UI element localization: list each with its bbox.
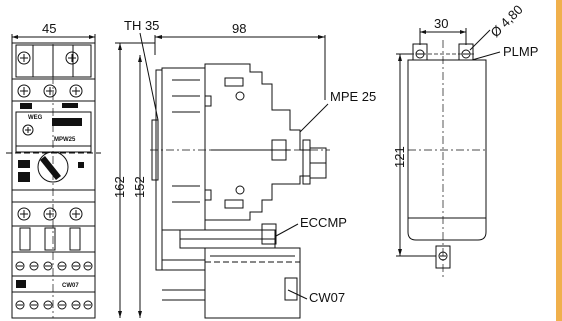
depth-label: 98 (232, 21, 246, 36)
side-view: 162 152 98 TH 35 (112, 18, 330, 319)
accent-strip (556, 0, 562, 321)
mpe-label: MPE 25 (330, 89, 376, 104)
model-mark: MPW25 (54, 137, 76, 143)
package-view: 30 Ø 4,80 PLMP 121 (392, 2, 538, 280)
plmp-label: PLMP (503, 44, 538, 59)
contactor-mark: CW07 (62, 283, 79, 289)
pkg-height-label: 121 (392, 146, 407, 168)
front-width-label: 45 (42, 21, 56, 36)
height-body-label: 152 (132, 176, 147, 198)
brand-mark: WEG (28, 115, 43, 121)
pkg-spacing-label: 30 (434, 16, 448, 31)
height-total-label: 162 (112, 176, 127, 198)
front-view: 45 WEG MPW25 (6, 21, 101, 319)
eccmp-label: ECCMP (300, 215, 347, 230)
rail-label: TH 35 (124, 18, 159, 33)
pkg-hole-label: Ø 4,80 (488, 2, 526, 40)
callouts: MPE 25 ECCMP CW07 (275, 89, 376, 305)
cw-label: CW07 (309, 290, 345, 305)
